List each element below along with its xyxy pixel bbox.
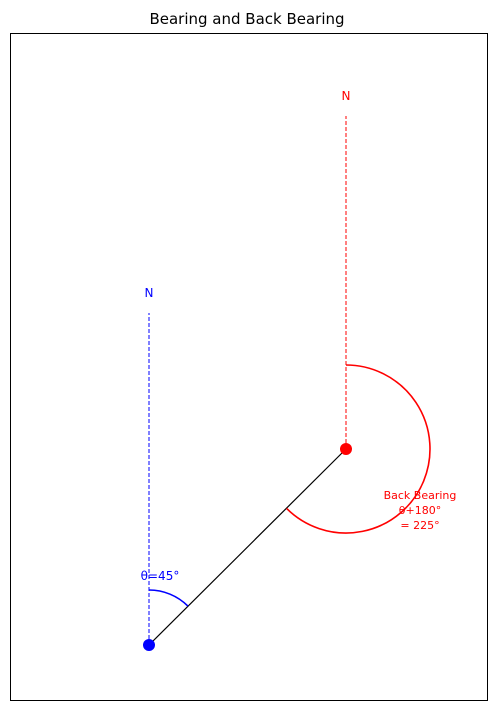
back-bearing-label-line2: θ+180°	[399, 504, 441, 517]
point-a-marker	[143, 639, 155, 651]
back-bearing-arc	[286, 364, 431, 534]
diagram-title: Bearing and Back Bearing	[149, 10, 344, 28]
bearing-arc	[148, 589, 189, 607]
survey-line	[148, 448, 347, 646]
bearing-label: θ=45°	[141, 569, 180, 583]
back-bearing-label-line3: = 225°	[400, 519, 439, 532]
north-label-a: N	[145, 286, 154, 300]
north-label-b: N	[342, 89, 351, 103]
back-bearing-label-line1: Back Bearing	[384, 489, 457, 502]
point-b-marker	[340, 443, 352, 455]
plot-frame	[10, 33, 488, 701]
